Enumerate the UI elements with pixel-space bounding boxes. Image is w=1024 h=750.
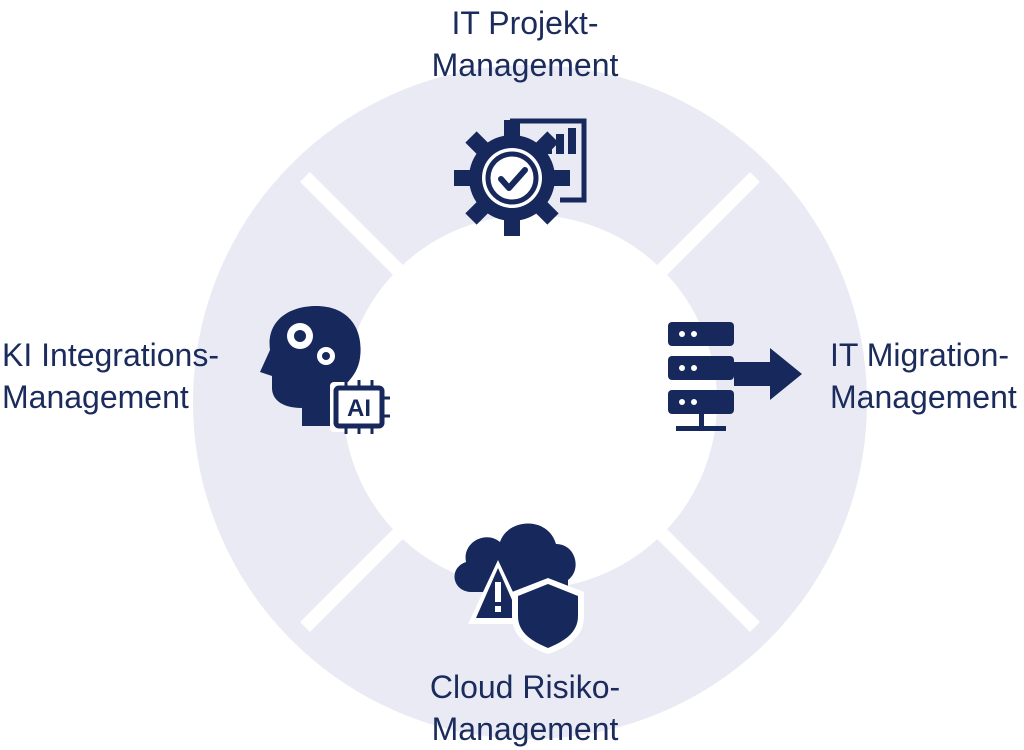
node-label-top-line1: IT Projekt- [451, 5, 599, 41]
node-label-right-line1: IT Migration- [830, 337, 1010, 373]
server-arrow-icon [668, 322, 802, 431]
node-label-top-line2: Management [431, 47, 619, 83]
node-label-right: IT Migration- Management [830, 334, 1017, 418]
node-label-right-line2: Management [830, 379, 1017, 415]
node-label-top: IT Projekt- Management [330, 2, 720, 86]
node-label-bottom: Cloud Risiko- Management [330, 666, 720, 750]
node-label-left: KI Integrations- Management [2, 334, 219, 418]
node-label-bottom-line1: Cloud Risiko- [429, 669, 621, 705]
node-label-left-line2: Management [2, 379, 189, 415]
node-label-left-line1: KI Integrations- [2, 337, 219, 373]
cloud-warning-shield-icon [454, 523, 584, 654]
node-label-bottom-line2: Management [431, 711, 619, 747]
head-gears-ai-chip-icon: AI [260, 306, 390, 434]
gear-checkmark-chart-icon [454, 118, 587, 236]
ai-chip-text: AI [347, 395, 371, 422]
